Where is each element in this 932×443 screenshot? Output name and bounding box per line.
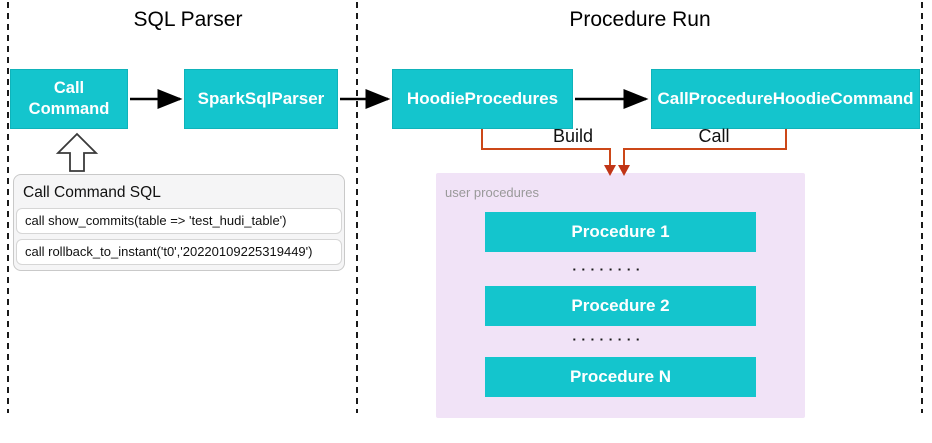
node-sparksqlparser: SparkSqlParser — [184, 69, 338, 129]
section-title-procedure-run: Procedure Run — [569, 8, 711, 31]
procedure-n-label: Procedure N — [569, 367, 672, 386]
edge-label-call: Call — [698, 126, 730, 146]
procedures-ellipsis-top: ▪ ▪ ▪ ▪ ▪ ▪ ▪ ▪ — [572, 265, 642, 274]
node-hoodieprocedures: HoodieProcedures — [392, 69, 573, 129]
node-hoodieprocedures-label: HoodieProcedures — [406, 89, 559, 109]
edge-label-build: Build — [552, 126, 594, 146]
user-procedures-panel: user procedures Procedure 1 ▪ ▪ ▪ ▪ ▪ ▪ … — [436, 173, 805, 418]
procedure-n-node: Procedure N — [485, 357, 756, 397]
node-callprocedurehoodiecommand: CallProcedureHoodieCommand — [651, 69, 920, 129]
sql-statement-show-commits: call show_commits(table => 'test_hudi_ta… — [16, 208, 342, 234]
node-callprocedurehoodiecommand-label: CallProcedureHoodieCommand — [657, 89, 914, 109]
node-call-command: Call Command — [10, 69, 128, 129]
call-command-sql-panel: Call Command SQL call show_commits(table… — [13, 174, 345, 271]
procedure-1-label: Procedure 1 — [571, 222, 670, 241]
procedures-ellipsis-bottom: ▪ ▪ ▪ ▪ ▪ ▪ ▪ ▪ — [572, 335, 642, 344]
user-procedures-label: user procedures — [445, 185, 539, 200]
procedure-2-label: Procedure 2 — [571, 296, 670, 315]
node-call-command-label: Call Command — [28, 79, 110, 118]
procedure-1-node: Procedure 1 — [485, 212, 756, 252]
procedure-2-node: Procedure 2 — [485, 286, 756, 326]
call-command-sql-title: Call Command SQL — [23, 184, 161, 201]
section-title-sql-parser: SQL Parser — [133, 8, 243, 31]
sql-statement-rollback-to-instant: call rollback_to_instant('t0','202201092… — [16, 239, 342, 265]
node-sparksqlparser-label: SparkSqlParser — [197, 89, 325, 109]
block-arrow-up-icon — [55, 132, 99, 172]
